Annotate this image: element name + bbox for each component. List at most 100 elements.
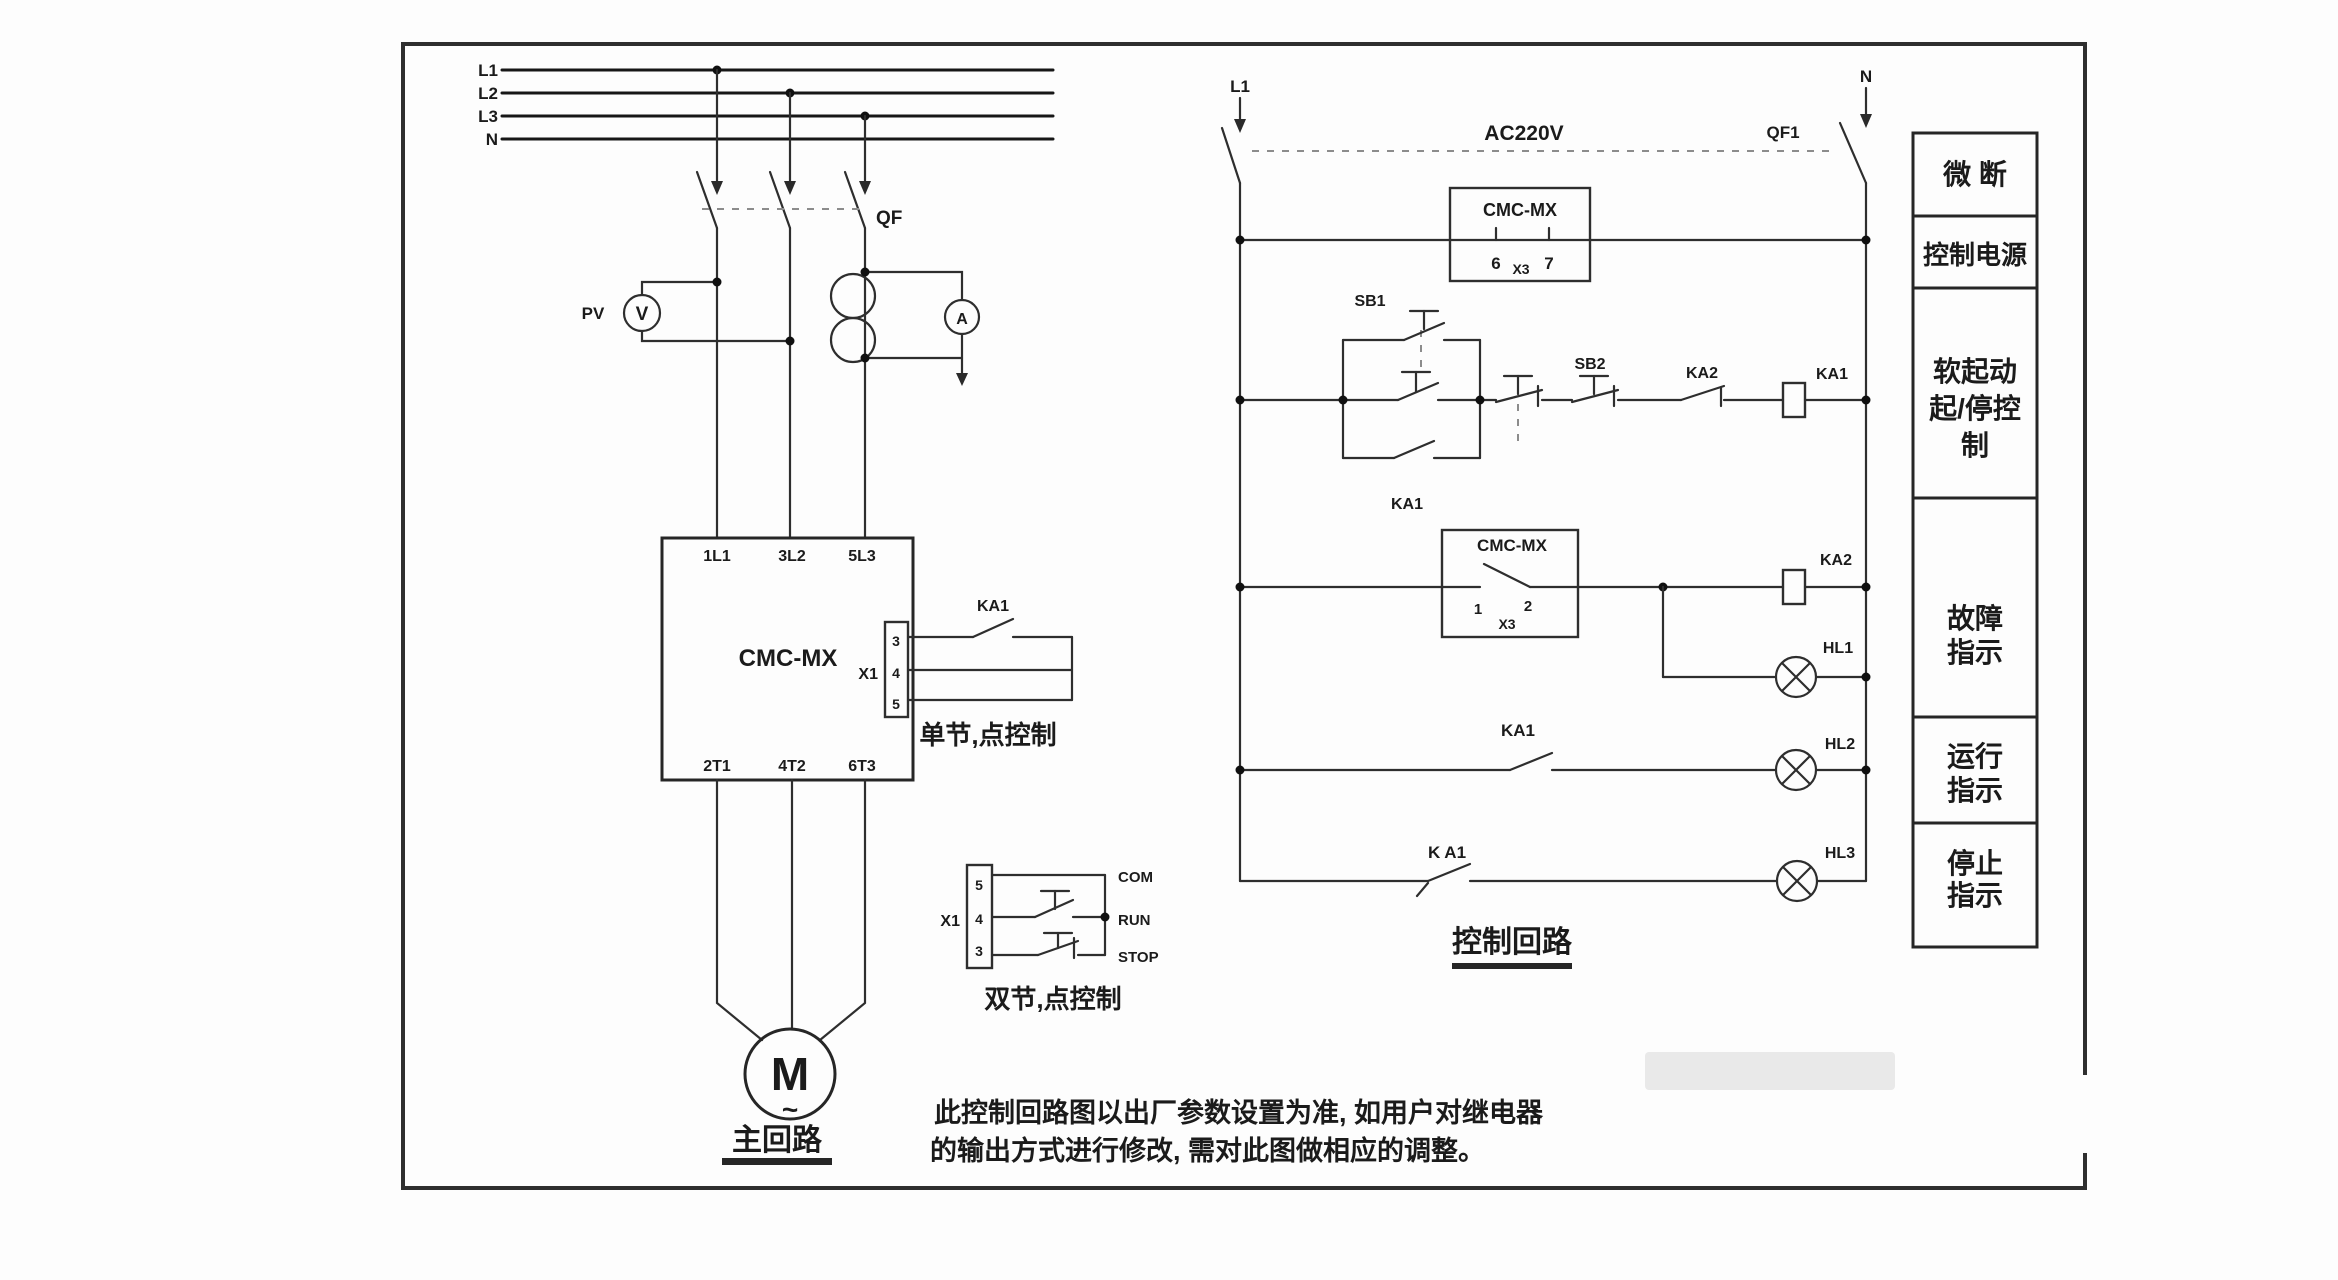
power-box-pin-x3: X3 [1512,261,1529,277]
frame-gap-patch [2079,1075,2090,1153]
legend-row-stop-2: 指示 [1947,880,2003,911]
legend-row-run-1: 运行 [1947,740,2003,772]
bus-label-l1: L1 [478,61,498,80]
terminal-4t2: 4T2 [778,758,806,775]
motor-wave: ~ [782,1094,798,1125]
power-box-title: CMC-MX [1483,200,1557,220]
ammeter-circle [943,298,981,336]
voltmeter: V PV [582,277,795,346]
fault-box [1440,528,1580,639]
footnote: 此控制回路图以出厂参数设置为准, 如用户对继电器 的输出方式进行修改, 需对此图… [930,1097,1544,1166]
ladder-n-label: N [1860,67,1872,86]
ka1-run-contact-label: KA1 [1501,721,1535,740]
legend-row-fault-2: 指示 [1947,637,2003,668]
motor-circle [743,1027,837,1121]
ka1-contact-label: KA1 [977,598,1009,615]
main-circuit: L1 L2 L3 N QF V PV [478,61,1159,1165]
bus-label-n: N [486,130,498,149]
legend-row-control-power: 控制电源 [1923,240,2027,270]
fault-box-pin-2: 2 [1524,598,1532,615]
rung-start-stop: SB1 KA1 SB2 KA2 KA1 [1235,293,1871,513]
diagram-frame [401,42,2087,1190]
breaker-qf1-label: QF1 [1766,123,1799,142]
wire-label-stop: STOP [1118,949,1159,966]
soft-starter-box: 1L1 3L2 5L3 CMC-MX 2T1 4T2 6T3 X1 3 4 5 [660,536,915,782]
fault-box-pin-x3: X3 [1498,616,1515,632]
x1-bottom-pin-5: 5 [975,877,983,893]
voltmeter-label: PV [582,304,605,323]
x1-side-pin-5: 5 [892,696,900,712]
power-box [1448,186,1592,283]
motor-symbol: M [771,1048,809,1100]
double-node-caption: 双节,点控制 [984,984,1121,1014]
ka1-stop-contact-label: K A1 [1428,843,1466,862]
bus-label-l2: L2 [478,84,498,103]
terminal-6t3: 6T3 [848,758,876,775]
x1-side-pin-3: 3 [892,633,900,649]
rung-stop: K A1 HL3 [1238,843,1868,903]
main-circuit-caption: 主回路 [732,1124,823,1157]
watermark-patch [1645,1052,1895,1090]
legend-row-breaker: 微 断 [1942,158,2007,190]
legend-row-softstart-3: 制 [1961,430,1989,461]
ct-coil-circle [829,272,877,320]
legend-table: 微 断 控制电源 软起动 起/停控 制 故障 指示 运行 指示 停止 指示 [1911,131,2039,949]
sb2-label: SB2 [1574,356,1605,373]
ka1-coil-label: KA1 [1816,366,1848,383]
hl1-label: HL1 [1823,640,1853,657]
terminal-2t1: 2T1 [703,758,731,775]
legend-row-stop-1: 停止 [1947,847,2003,879]
terminal-5l3: 5L3 [848,548,876,565]
legend-row-run-2: 指示 [1947,775,2003,806]
breaker-qf: QF [695,68,902,540]
caption-underline [722,1158,832,1165]
x1-side-label: X1 [858,666,878,683]
ammeter-symbol: A [956,311,968,328]
sb1-label: SB1 [1354,293,1385,310]
x1-bottom-label: X1 [940,913,960,930]
caption-underline [1452,963,1572,969]
ladder-l1-label: L1 [1230,77,1250,96]
fault-box-title: CMC-MX [1477,536,1548,555]
current-transformer: A [829,267,981,386]
terminal-1l1: 1L1 [703,548,731,565]
legend-row-fault-1: 故障 [1947,602,2003,634]
bus-label-l3: L3 [478,107,498,126]
legend-row-softstart-2: 起/停控 [1929,392,2021,424]
x1-bottom-pin-4: 4 [975,911,983,927]
ka2-contact-label: KA2 [1686,365,1718,382]
single-node-caption: 单节,点控制 [919,720,1056,750]
control-circuit: L1 N AC220V QF1 CMC-MX 6 X3 7 [1220,67,1872,969]
breaker-qf-label: QF [876,208,902,229]
ct-coil-circle [829,316,877,364]
wire-label-com: COM [1118,869,1153,886]
x1-bottom-pin-3: 3 [975,943,983,959]
ka1-coil [1781,381,1807,419]
double-node-control: X1 5 4 3 COM RUN STOP 双节,点控制 [940,863,1159,1014]
legend-row-softstart-1: 软起动 [1933,356,2017,387]
voltmeter-symbol: V [636,304,649,325]
ka2-coil [1781,568,1807,606]
voltmeter-circle [622,293,662,333]
power-box-pin-7: 7 [1544,254,1553,273]
hl3-label: HL3 [1825,845,1855,862]
rung-run: KA1 HL2 [1235,721,1871,792]
fault-box-pin-1: 1 [1474,601,1482,618]
starter-title: CMC-MX [739,645,838,672]
single-node-control: KA1 单节,点控制 [906,598,1074,750]
ka1-hold-label: KA1 [1391,496,1423,513]
ka2-coil-label: KA2 [1820,552,1852,569]
motor: M ~ 主回路 [715,778,867,1165]
terminal-3l2: 3L2 [778,548,806,565]
x1-side-pin-4: 4 [892,665,900,681]
control-circuit-caption: 控制回路 [1452,926,1573,959]
supply-label: AC220V [1484,122,1563,145]
rung-fault: CMC-MX 1 X3 2 KA2 HL1 [1235,528,1871,699]
footnote-line-1: 此控制回路图以出厂参数设置为准, 如用户对继电器 [934,1097,1544,1128]
rung-control-power: CMC-MX 6 X3 7 [1235,186,1871,283]
wire-label-run: RUN [1118,912,1151,929]
power-box-pin-6: 6 [1491,254,1500,273]
hl2-label: HL2 [1825,736,1855,753]
